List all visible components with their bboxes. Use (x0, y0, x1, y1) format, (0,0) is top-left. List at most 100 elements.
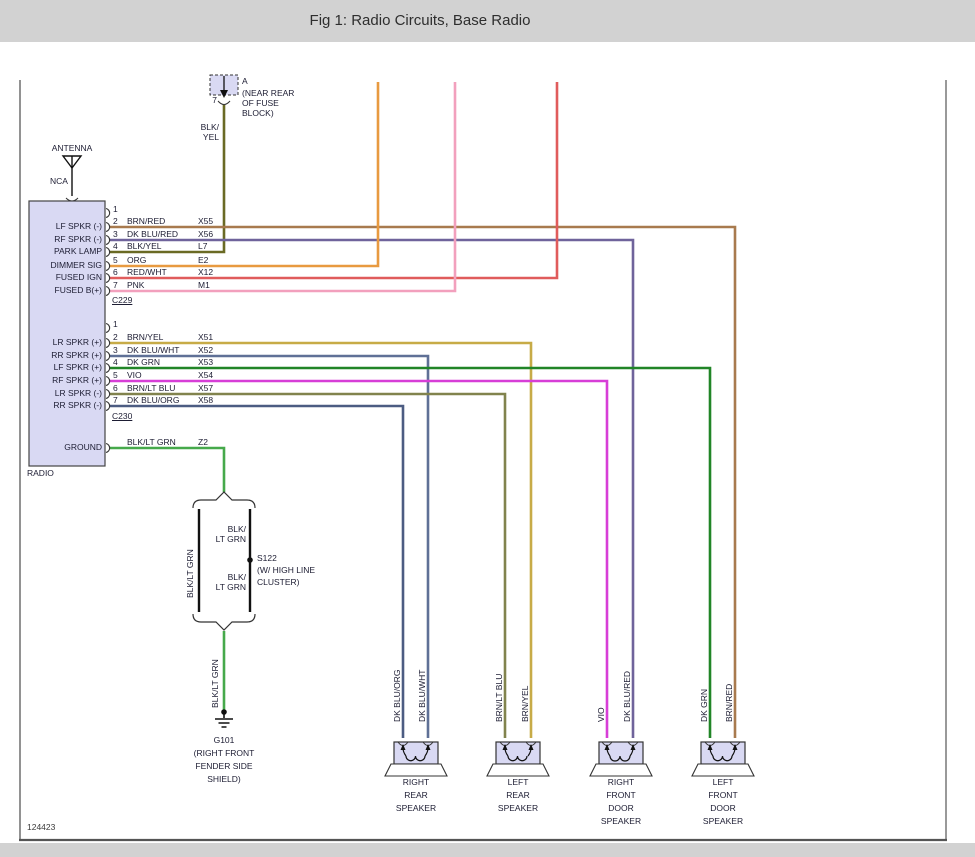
spkr3-name-line1: RIGHT (607, 777, 635, 787)
signal-rf-spkr-pos: RF SPKR (+) (52, 375, 102, 385)
c229-pin6-color: RED/WHT (127, 267, 167, 277)
splice-upper-label-line2: LT GRN (215, 534, 246, 544)
signal-dimmer-sig: DIMMER SIG (50, 260, 102, 270)
ground-wire-code: Z2 (198, 437, 208, 447)
bottom-gray-bar (0, 843, 975, 857)
c229-pin1-num: 1 (113, 204, 118, 214)
wire-dk-blu-red (110, 238, 635, 738)
c229-pin7-code: M1 (198, 280, 210, 290)
spkr4-right-wire-label: BRN/RED (724, 683, 734, 722)
wire-blk-lt-grn-upper (110, 446, 226, 492)
splice-note-line2: CLUSTER) (257, 577, 300, 587)
antenna-code: NCA (50, 176, 68, 186)
splice-id: S122 (257, 553, 277, 563)
spkr1-name-line3: SPEAKER (395, 803, 437, 813)
radio-label: RADIO (27, 468, 54, 478)
spkr2-name-line1: LEFT (507, 777, 529, 787)
spkr4-name-line4: SPEAKER (702, 816, 744, 826)
c230-pin5-code: X54 (198, 370, 214, 380)
fuse-connector-arrow-head (220, 90, 228, 98)
spkr3-name-line3: DOOR (608, 803, 634, 813)
g101-wire-label: BLK/LT GRN (210, 659, 220, 708)
fuse-connector-pin-number: 7 (212, 95, 217, 105)
wire-dk-blu-org (110, 404, 405, 738)
spkr3-right-wire-label: DK BLU/RED (622, 670, 632, 722)
signal-lf-spkr-pos: LF SPKR (+) (53, 362, 102, 372)
spkr4-name-line1: LEFT (712, 777, 734, 787)
c230-pin7-num: 7 (113, 395, 118, 405)
wire-brn-red (110, 225, 737, 738)
fuse-connector-location-line3: BLOCK) (242, 108, 274, 118)
wire-blk-yel (110, 105, 226, 254)
wire-dk-blu-wht (110, 354, 430, 738)
speaker-right-front-door (589, 741, 653, 777)
fuse-connector-pin-arc (217, 100, 231, 105)
c229-pin7-num: 7 (113, 280, 118, 290)
radio-pin-arcs (105, 207, 111, 454)
wire-red-wht (110, 82, 559, 280)
spkr1-name-line1: RIGHT (402, 777, 430, 787)
figure-title-bar: Fig 1: Radio Circuits, Base Radio (0, 0, 975, 42)
spkr3-name-line4: SPEAKER (600, 816, 642, 826)
c229-pin4-code: L7 (198, 241, 208, 251)
c229-pin5-code: E2 (198, 255, 209, 265)
spkr2-name-line2: REAR (506, 790, 530, 800)
signal-lr-spkr-neg: LR SPKR (-) (54, 388, 102, 398)
wire-brn-lt-blu (110, 392, 507, 738)
spkr4-left-wire-label: DK GRN (699, 688, 709, 722)
ground-location-line1: (RIGHT FRONT (193, 748, 255, 758)
c230-pin3-code: X52 (198, 345, 214, 355)
speaker-left-rear (486, 741, 550, 777)
fuse-connector-location-line2: OF FUSE (242, 98, 279, 108)
c229-pin7-color: PNK (127, 280, 145, 290)
figure-title: Fig 1: Radio Circuits, Base Radio (309, 12, 531, 29)
signal-rf-spkr-neg: RF SPKR (-) (54, 234, 102, 244)
signal-lr-spkr-pos: LR SPKR (+) (52, 337, 102, 347)
spkr1-right-wire-label: DK BLU/WHT (417, 669, 427, 722)
c229-pin2-num: 2 (113, 216, 118, 226)
c229-pin6-num: 6 (113, 267, 118, 277)
splice-dot-s122 (247, 557, 253, 563)
spkr1-name-line2: REAR (404, 790, 428, 800)
signal-ground: GROUND (64, 442, 102, 452)
c229-pin3-color: DK BLU/RED (127, 229, 179, 239)
radio-box (28, 200, 106, 467)
spkr3-name-line2: FRONT (606, 790, 636, 800)
spkr4-name-line2: FRONT (708, 790, 738, 800)
splice-bottom-brace (192, 613, 256, 631)
c229-pin5-color: ORG (127, 255, 147, 265)
speaker-left-front-door (691, 741, 755, 777)
speaker-right-rear (384, 741, 448, 777)
wire-brn-yel (110, 341, 533, 738)
c230-pin4-color: DK GRN (127, 357, 161, 367)
c230-pin6-code: X57 (198, 383, 214, 393)
ground-location-line2: FENDER SIDE (195, 761, 253, 771)
splice-upper-label-line1: BLK/ (227, 524, 246, 534)
signal-park-lamp: PARK LAMP (53, 246, 102, 256)
spkr2-name-line3: SPEAKER (497, 803, 539, 813)
ground-symbol-g101 (215, 712, 233, 728)
wire-org (110, 82, 380, 268)
c230-pin3-num: 3 (113, 345, 118, 355)
c230-pin2-code: X51 (198, 332, 214, 342)
fuse-wire-label-line2: YEL (202, 132, 219, 142)
splice-top-brace (192, 491, 256, 509)
c230-pin7-color: DK BLU/ORG (127, 395, 180, 405)
fuse-connector-location-line1: (NEAR REAR (242, 88, 295, 98)
c230-pin2-color: BRN/YEL (127, 332, 164, 342)
splice-lower-label-line1: BLK/ (227, 572, 246, 582)
ground-id: G101 (213, 735, 235, 745)
wire-pnk (110, 82, 457, 293)
signal-rr-spkr-neg: RR SPKR (-) (53, 400, 102, 410)
ground-location-line3: SHIELD) (207, 774, 241, 784)
spkr2-left-wire-label: BRN/LT BLU (494, 673, 504, 722)
c230-pin4-code: X53 (198, 357, 214, 367)
spkr2-right-wire-label: BRN/YEL (520, 685, 530, 722)
c230-pin5-num: 5 (113, 370, 118, 380)
signal-lf-spkr-neg: LF SPKR (-) (55, 221, 102, 231)
connector-c230: C230 (112, 411, 133, 421)
c229-pin6-code: X12 (198, 267, 214, 277)
signal-rr-spkr-pos: RR SPKR (+) (51, 350, 102, 360)
